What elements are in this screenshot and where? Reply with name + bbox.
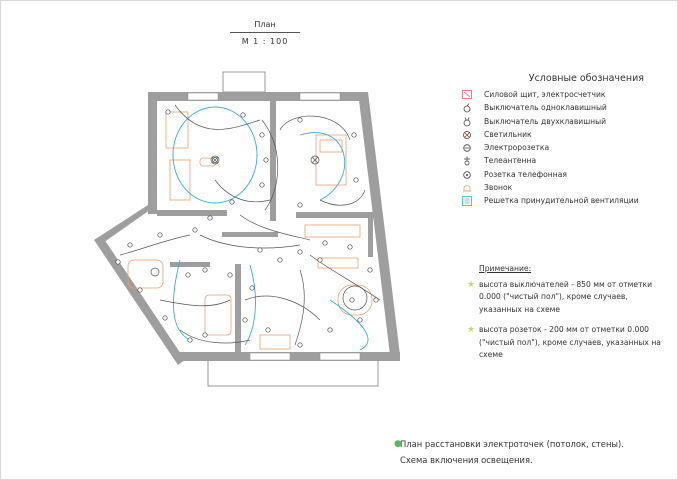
star-icon: ★	[467, 279, 476, 290]
light-fixture-icon	[462, 130, 484, 140]
power-outlet-icon	[462, 143, 484, 153]
plan-title-block: План М 1 : 100	[230, 20, 300, 46]
legend-item-switch-single: Выключатель одноклавишный	[462, 103, 662, 116]
phone-outlet-icon	[462, 170, 484, 180]
plan-title: План	[230, 20, 300, 33]
bell-icon	[462, 183, 484, 193]
legend-label: Телеантенна	[484, 156, 537, 166]
note-text: высота розеток - 200 мм от отметки 0.000…	[479, 325, 661, 359]
ceiling-lights	[150, 155, 368, 311]
legend-label: Силовой щит, электросчетчик	[484, 90, 606, 99]
bullet-dot-icon: ●	[394, 439, 402, 449]
windows	[187, 92, 361, 361]
notes: Примечание: ★ высота выключателей - 850 …	[467, 263, 667, 370]
drawing-caption: ● План расстановки электроточек (потолок…	[394, 436, 624, 468]
legend-item-switch-double: Выключатель двухклавишный	[462, 117, 662, 130]
switch-single-icon	[462, 103, 484, 113]
legend-item-bell: Звонок	[462, 183, 662, 196]
lighting-circuits	[172, 106, 369, 351]
legend-item-power-panel: Силовой щит, электросчетчик	[462, 90, 662, 103]
legend-label: Выключатель одноклавишный	[484, 103, 607, 113]
legend-item-tv-antenna: Телеантенна	[462, 156, 662, 169]
switch-double-icon	[462, 116, 484, 127]
legend-heading: Условные обозначения	[528, 73, 644, 84]
legend-label: Звонок	[484, 183, 513, 193]
balcony-bottom	[207, 357, 379, 387]
legend-label: Решетка принудительной вентиляции	[484, 196, 639, 206]
power-panel-icon	[462, 90, 484, 99]
legend-item-light-fixture: Светильник	[462, 130, 662, 143]
balcony-top	[222, 71, 266, 93]
furniture	[127, 111, 373, 350]
legend-item-ventilation-grille: Решетка принудительной вентиляции	[462, 196, 662, 222]
legend: Условные обозначения Силовой щит, электр…	[462, 73, 662, 222]
legend-label: Выключатель двухклавишный	[484, 116, 607, 126]
plan-scale: М 1 : 100	[241, 37, 289, 46]
legend-label: Светильник	[484, 129, 532, 139]
star-icon: ★	[467, 325, 476, 335]
tv-antenna-icon	[462, 156, 484, 166]
caption-line-2: Схема включения освещения.	[400, 455, 533, 465]
note-item: ★ высота выключателей - 850 мм от отметк…	[467, 279, 667, 317]
note-text: высота выключателей - 850 мм от отметки …	[479, 279, 653, 314]
caption-line-1: План расстановки электроточек (потолок, …	[400, 439, 624, 449]
legend-item-power-outlet: Электророзетка	[462, 143, 662, 156]
notes-heading: Примечание:	[479, 264, 532, 273]
legend-label: Электророзетка	[484, 143, 550, 153]
note-item: ★ высота розеток - 200 мм от отметки 0.0…	[467, 324, 667, 362]
legend-label: Розетка телефонная	[484, 169, 567, 179]
legend-item-phone-outlet: Розетка телефонная	[462, 170, 662, 183]
ventilation-grille-icon	[462, 196, 484, 207]
